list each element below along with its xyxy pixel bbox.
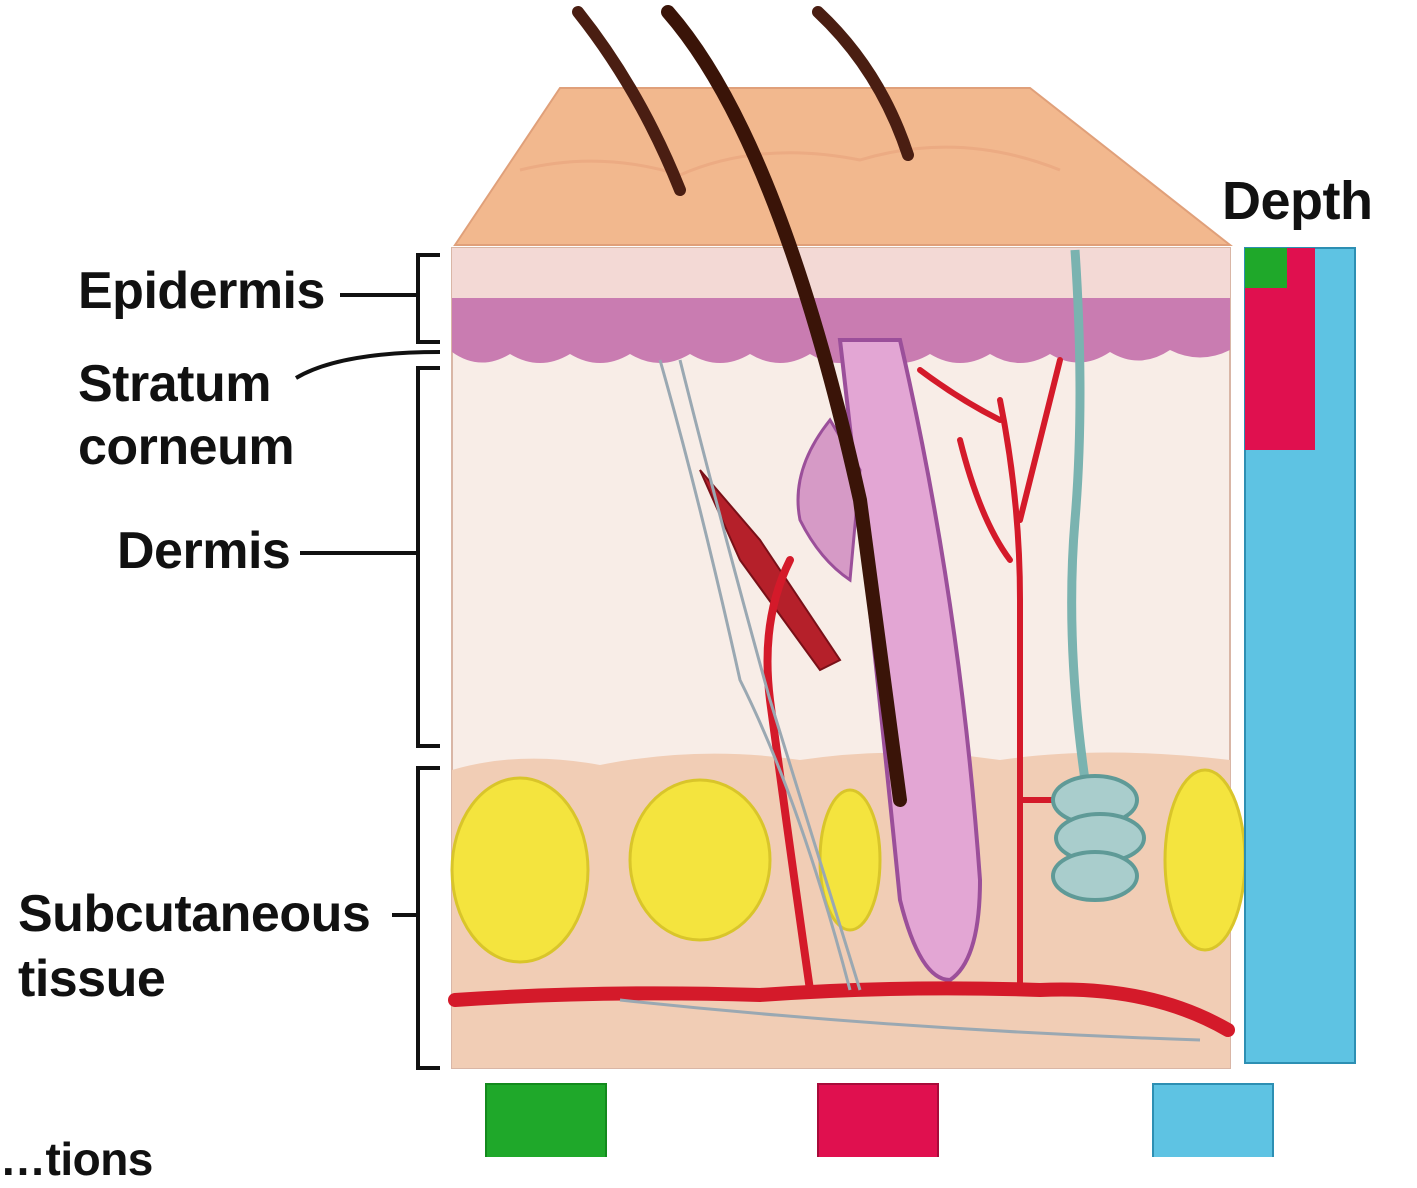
label-subcutaneous-line2: tissue <box>18 950 165 1008</box>
skin-surface <box>455 88 1230 245</box>
label-stratum-corneum-line1: Stratum <box>78 355 271 413</box>
label-bottom-cropped: …tions <box>0 1130 153 1188</box>
depth-bar-green <box>1245 248 1287 288</box>
label-dermis: Dermis <box>117 522 290 580</box>
legend-swatch-blue <box>1153 1084 1273 1157</box>
label-subcutaneous-line1: Subcutaneous <box>18 885 370 943</box>
label-brackets <box>296 255 440 1068</box>
sweat-gland <box>1053 776 1144 900</box>
legend-swatch-red <box>818 1084 938 1157</box>
label-epidermis: Epidermis <box>78 262 325 320</box>
label-stratum-corneum-line2: corneum <box>78 418 294 476</box>
label-depth: Depth <box>1222 172 1372 230</box>
legend-swatch-green <box>486 1084 606 1157</box>
